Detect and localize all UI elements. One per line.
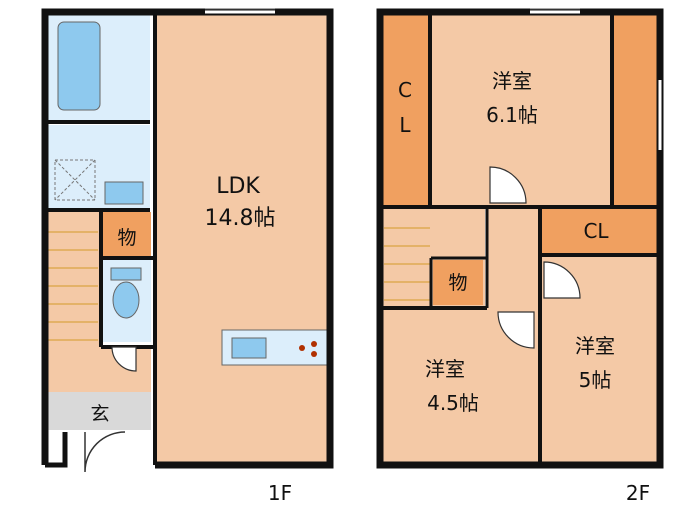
closet-vertical-left xyxy=(380,15,430,205)
ldk-floor xyxy=(155,15,330,465)
ldk-label: LDK xyxy=(216,174,260,199)
washing-machine-x1 xyxy=(54,159,96,201)
room-north-door xyxy=(489,166,527,204)
storage-1f-label: 物 xyxy=(117,227,136,249)
floor-2-label: 2F xyxy=(626,481,650,505)
washing-machine-x2 xyxy=(54,159,96,201)
closet-vertical-label-c: C xyxy=(398,78,412,102)
storage-2f xyxy=(433,260,483,305)
first-floor: LDK 14.8帖 物 玄 1F xyxy=(41,8,334,505)
stove-burner xyxy=(311,341,317,347)
second-floor: C L 洋室 6.1帖 CL 物 洋室 4.5帖 洋室 5帖 2F xyxy=(376,8,664,505)
walls-2f xyxy=(376,8,664,469)
kitchen-sink xyxy=(231,337,267,359)
room-southeast-size: 5帖 xyxy=(579,368,612,392)
storage-2f-label: 物 xyxy=(448,272,467,294)
stove-burner xyxy=(299,345,305,351)
entrance-label: 玄 xyxy=(90,403,109,425)
room-north-size: 6.1帖 xyxy=(486,103,538,127)
bathtub xyxy=(57,21,101,111)
stove-burner xyxy=(311,351,317,357)
stair-treads xyxy=(48,231,98,341)
closet-horizontal xyxy=(542,208,660,253)
closet-vertical-label-l: L xyxy=(399,113,411,137)
closet-vertical-right xyxy=(612,15,660,205)
washbasin xyxy=(104,181,144,205)
ldk-size: 14.8帖 xyxy=(205,206,276,231)
stair-area xyxy=(45,212,100,347)
storage-1f xyxy=(103,212,151,257)
room-southeast-label: 洋室 xyxy=(575,334,615,358)
toilet-tank xyxy=(110,267,142,281)
room-north xyxy=(432,15,612,205)
room-southeast-door xyxy=(543,261,581,299)
toilet-door xyxy=(111,346,137,372)
toilet-bowl xyxy=(112,281,140,319)
closet-horizontal-label: CL xyxy=(583,219,609,243)
entrance-door xyxy=(84,431,126,473)
room-north-label: 洋室 xyxy=(492,69,532,93)
room-southwest-door xyxy=(497,311,535,349)
floor-1-label: 1F xyxy=(268,481,292,505)
entrance-floor xyxy=(45,392,151,430)
room-southwest-label: 洋室 xyxy=(425,357,465,381)
room-southwest-size: 4.5帖 xyxy=(427,391,479,415)
washing-machine-space xyxy=(54,159,96,201)
stair-treads-2f xyxy=(384,227,430,301)
